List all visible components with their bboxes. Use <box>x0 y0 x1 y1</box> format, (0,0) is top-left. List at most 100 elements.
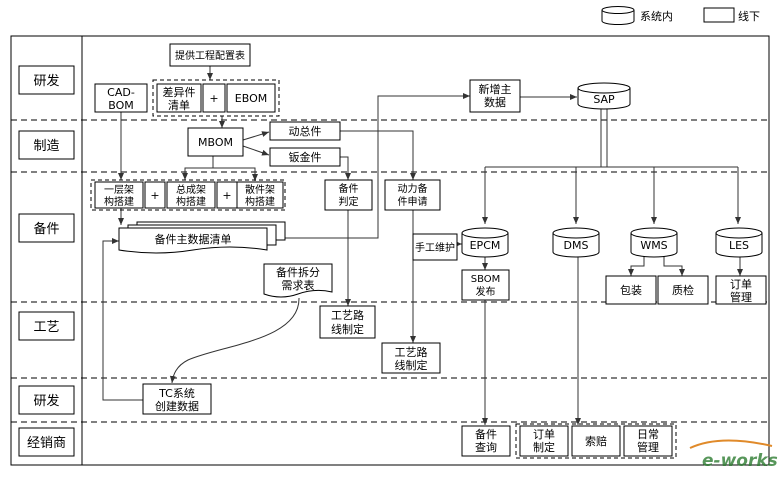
first-level-label-1: 一层架 <box>104 184 134 196</box>
quality-check-box <box>657 275 709 305</box>
loose-arch-label-1: 散件架 <box>245 183 275 196</box>
route-2-label-2: 线制定 <box>395 358 428 372</box>
assembly-arch-box <box>166 181 216 209</box>
cad-bom-box <box>94 83 148 113</box>
first-level-box <box>94 181 144 209</box>
order-mgmt-box <box>715 275 767 305</box>
power-assembly-box <box>269 121 341 141</box>
diagram-frame <box>10 35 770 466</box>
part-query-box <box>461 425 511 457</box>
dms-label: DMS <box>564 239 589 252</box>
epcm-label: EPCM <box>470 239 501 252</box>
split-demand-label-1: 备件拆分 <box>276 265 320 279</box>
tc-create-label-2: 创建数据 <box>155 399 199 413</box>
claim-label: 索赔 <box>585 434 607 448</box>
quality-check-label: 质检 <box>672 283 694 297</box>
sap-cylinder <box>577 82 631 110</box>
power-part-apply-label-1: 动力备 <box>398 182 428 195</box>
watermark-logo: e-works <box>689 439 778 471</box>
mbom-box <box>187 127 244 157</box>
split-demand-label-2: 需求表 <box>282 278 315 292</box>
legend-cylinder-icon <box>601 6 635 25</box>
assembly-arch-label-2: 构搭建 <box>176 195 206 208</box>
lane-label-dealer: 经销商 <box>27 436 66 451</box>
order-mgmt-label-2: 管理 <box>730 290 752 304</box>
part-master-list-label: 备件主数据清单 <box>155 232 232 246</box>
power-assembly-label: 动总件 <box>289 124 322 138</box>
diff-list-label-2: 清单 <box>168 99 190 112</box>
loose-arch-box <box>236 181 284 209</box>
part-query-label-2: 查询 <box>475 440 497 454</box>
watermark-text: e-works <box>702 451 778 471</box>
arch-plus-label-1: + <box>150 189 159 202</box>
les-label: LES <box>729 239 749 252</box>
power-part-apply-label-2: 件申请 <box>398 195 428 208</box>
diff-list-box <box>156 83 202 113</box>
route-2-label-1: 工艺路 <box>395 346 428 359</box>
wms-label: WMS <box>640 239 667 252</box>
legend-offline-box <box>703 7 735 23</box>
cad-bom-label-1: CAD- <box>107 86 135 99</box>
epcm-cylinder <box>461 227 509 258</box>
part-master-list-doc <box>118 221 286 254</box>
split-demand-doc <box>263 263 333 298</box>
lane-label-rnd: 研发 <box>33 73 59 89</box>
part-judge-label-1: 备件 <box>339 182 359 195</box>
arch-plus-label-2: + <box>222 189 231 202</box>
wms-cylinder <box>630 227 678 258</box>
new-master-label-1: 新增主 <box>479 82 512 96</box>
dealer-group <box>515 423 677 459</box>
manual-maintain-box <box>412 233 458 261</box>
lane-labels: 研发 制造 备件 工艺 研发 经销商 <box>18 65 75 457</box>
first-level-label-2: 构搭建 <box>104 195 134 208</box>
legend: 系统内 线下 <box>601 6 760 25</box>
diff-plus-label: + <box>209 92 218 105</box>
daily-mgmt-label-2: 管理 <box>637 440 659 454</box>
config-table-box <box>169 43 251 67</box>
lane-label-process: 工艺 <box>33 320 59 335</box>
legend-offline-label: 线下 <box>738 9 760 23</box>
dms-cylinder <box>552 227 600 258</box>
cad-bom-label-2: BOM <box>108 99 134 112</box>
packaging-box <box>605 275 657 305</box>
power-part-apply-box <box>384 179 441 211</box>
part-judge-label-2: 判定 <box>339 195 359 208</box>
connectors <box>102 66 743 425</box>
packaging-label: 包装 <box>620 284 642 297</box>
ebom-box <box>226 83 276 113</box>
order-make-label-1: 订单 <box>533 428 555 441</box>
sbom-release-label-2: 发布 <box>476 285 496 298</box>
sap-label: SAP <box>593 93 615 106</box>
arch-plus-box-1 <box>144 181 166 209</box>
part-query-label-1: 备件 <box>475 427 497 441</box>
sbom-release-label-1: SBOM <box>471 274 501 285</box>
daily-mgmt-box <box>623 425 673 457</box>
lane-label-manufacturing: 制造 <box>33 139 59 154</box>
legend-system-label: 系统内 <box>640 9 673 23</box>
les-cylinder <box>715 227 763 258</box>
new-master-box <box>469 79 521 113</box>
diff-list-label-1: 差异件 <box>163 85 196 99</box>
ebom-label: EBOM <box>235 92 267 105</box>
route-1-box <box>319 305 376 339</box>
sheet-metal-label: 钣金件 <box>289 150 322 164</box>
lane-separators <box>11 119 769 423</box>
order-make-label-2: 制定 <box>533 440 555 454</box>
claim-box <box>571 425 621 457</box>
order-make-box <box>519 425 569 457</box>
nodes: 提供工程配置表 CAD- BOM 差异件 清单 + EBOM MBOM 动总件 … <box>90 43 767 459</box>
sheet-metal-box <box>269 147 341 167</box>
diff-ebom-group <box>152 79 280 117</box>
route-2-box <box>381 342 441 374</box>
config-table-label: 提供工程配置表 <box>175 49 245 62</box>
lane-label-rnd-2: 研发 <box>33 393 59 409</box>
tc-create-label-1: TC系统 <box>158 387 195 400</box>
assembly-arch-label-1: 总成架 <box>176 183 206 196</box>
diff-plus-box <box>202 83 226 113</box>
new-master-label-2: 数据 <box>484 95 506 109</box>
tc-create-box <box>142 383 212 415</box>
mbom-label: MBOM <box>198 136 233 149</box>
route-1-label-1: 工艺路 <box>331 309 364 322</box>
daily-mgmt-label-1: 日常 <box>637 428 659 441</box>
